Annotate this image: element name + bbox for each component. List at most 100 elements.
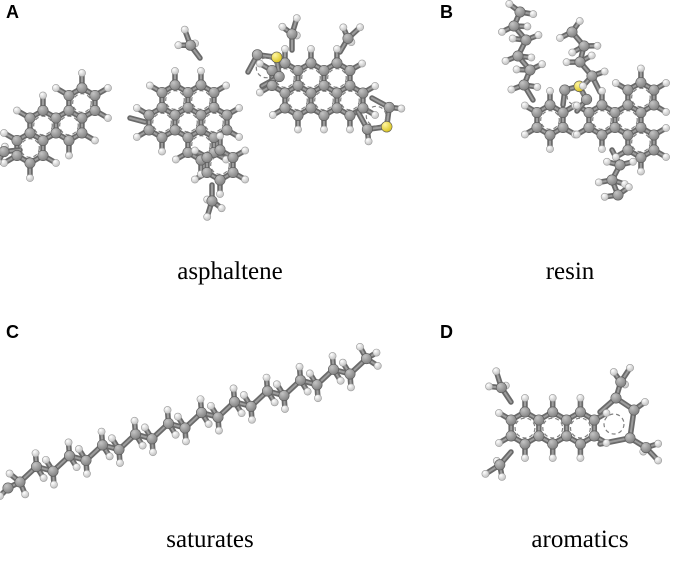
hydrogen-atom [0,159,8,167]
hydrogen-atom [600,192,609,201]
hydrogen-atom [546,87,554,95]
panel-letter-b: B [440,2,453,22]
hydrogen-atom [31,449,40,458]
aromatic-ring [542,417,564,439]
hydrogen-atom [501,57,510,65]
carbon-atom [606,174,618,186]
carbon-atom [179,422,191,434]
hydrogen-atom [215,426,223,435]
carbon-atom [544,129,556,141]
carbon-atom [612,189,624,201]
caption-saturates: saturates [166,526,254,553]
aromatic-ring [33,115,53,136]
carbon-atom [184,39,196,51]
carbon-atom [512,50,524,62]
carbon-atom [344,368,356,380]
aromatic-ring [165,90,185,110]
carbon-atom [292,110,304,122]
panel-letter-a: A [6,2,19,22]
carbon-atom [261,385,273,397]
aromatic-ring [569,417,591,439]
carbon-atom [195,79,207,91]
hydrogen-atom [281,45,289,53]
hydrogen-atom [548,454,557,462]
hydrogen-atom [295,362,304,371]
hydrogen-atom [39,91,47,100]
carbon-atom [221,124,233,136]
carbon-atom [566,26,578,38]
hydrogen-atom [534,31,543,39]
aromatic-ring [340,90,360,111]
carbon-atom [635,122,647,134]
carbon-atom [531,107,543,119]
sulfur-atom [271,51,283,63]
hydrogen-atom [372,348,381,357]
carbon-atom [544,99,556,111]
aromatic-ring [20,138,40,158]
carbon-atom [63,105,75,117]
hydrogen-atom [481,470,490,478]
hydrogen-atom [39,474,48,482]
carbon-atom [227,167,239,179]
hydrogen-atom [333,45,341,53]
hydrogen-atom [74,445,83,453]
carbon-atom [294,374,306,386]
hydrogen-atom [505,0,514,8]
carbon-atom [212,411,224,423]
carbon-atom [622,99,634,111]
carbon-atom [97,439,109,451]
carbon-atom [182,102,194,114]
carbon-atom [266,80,278,92]
hydrogen-atom [305,369,314,378]
carbon-atom [318,80,330,92]
carbon-atom [50,127,62,139]
carbon-atom [113,444,125,456]
carbon-atom [635,77,647,89]
carbon-atom [531,122,543,134]
hydrogen-atom [78,69,86,77]
hydrogen-atom [593,41,602,50]
carbon-atom [146,433,158,445]
hydrogen-atom [364,137,373,146]
hydrogen-atom [371,82,379,90]
hydrogen-atom [171,67,179,75]
carbon-atom [583,122,595,134]
hydrogen-atom [64,438,73,447]
hydrogen-atom [356,23,365,32]
carbon-atom [357,102,369,114]
hydrogen-atom [521,454,529,462]
hydrogen-atom [239,391,248,399]
carbon-atom [628,404,640,416]
hydrogen-atom [241,175,250,184]
hydrogen-atom [339,23,348,32]
carbon-atom [311,379,323,391]
hydrogen-atom [527,53,536,62]
carbon-atom [574,438,586,450]
carbon-atom [89,105,101,117]
hydrogen-atom [538,60,546,69]
hydrogen-atom [241,146,250,155]
hydrogen-atom [498,472,506,481]
carbon-atom [169,109,181,121]
carbon-atom [76,127,88,139]
hydrogen-atom [602,439,611,447]
hydrogen-atom [575,17,584,25]
hydrogen-atom [485,382,493,391]
carbon-atom [561,414,573,426]
carbon-atom [169,124,181,136]
carbon-atom [143,109,155,121]
aromatic-ring [618,110,638,130]
hydrogen-atom [495,409,503,417]
carbon-atom [383,101,395,113]
hydrogen-atom [255,88,264,97]
carbon-atom [578,40,590,52]
carbon-atom [574,406,586,418]
carbon-atom [583,107,595,119]
carbon-atom [557,107,569,119]
hydrogen-atom [546,145,554,153]
carbon-atom [344,65,356,77]
carbon-atom [519,438,531,450]
hydrogen-atom [50,480,58,489]
hydrogen-atom [579,82,587,90]
